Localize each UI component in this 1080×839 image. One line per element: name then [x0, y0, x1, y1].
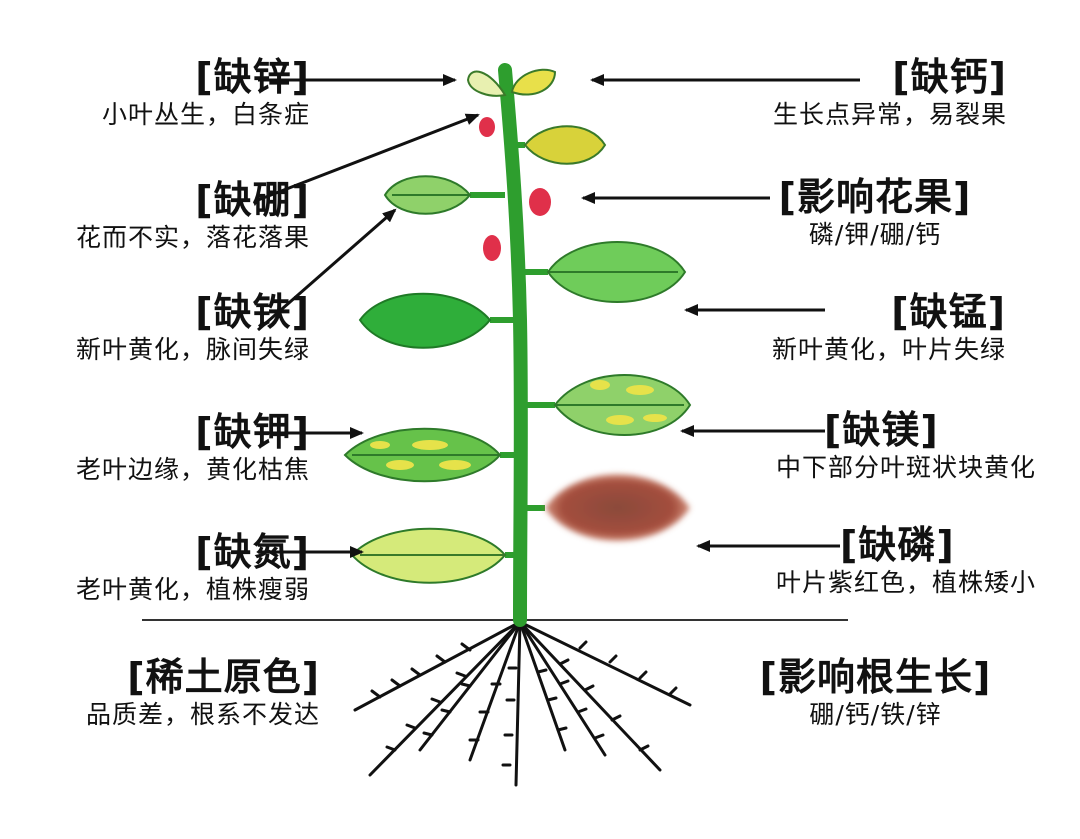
label-magnesium: [缺镁] 中下部分叶斑状块黄化: [726, 408, 1036, 484]
fruits: [479, 117, 551, 261]
label-magnesium-desc: 中下部分叶斑状块黄化: [775, 453, 1036, 482]
top-buds: [466, 68, 557, 97]
arrow-zinc-fruit: [257, 113, 480, 202]
label-phosphorus-title: [缺磷]: [840, 523, 955, 567]
label-zinc-desc: 小叶丛生，白条症: [101, 100, 310, 129]
leaf-manganese-deficiency: [520, 241, 687, 303]
label-boron-desc: 花而不实，落花落果: [75, 223, 310, 252]
fruit-small: [479, 117, 495, 137]
label-potassium-title: [缺钾]: [195, 410, 310, 454]
label-nitrogen: [缺氮] 老叶黄化，植株瘦弱: [76, 530, 310, 606]
label-zinc-title: [缺锌]: [195, 55, 310, 99]
arrow-boron-leaf: [257, 208, 397, 332]
leaf-magnesium-deficiency: [520, 374, 692, 436]
label-calcium-title: [缺钙]: [892, 55, 1007, 99]
label-root-growth-desc: 硼/钙/铁/锌: [809, 700, 942, 729]
label-boron-title: [缺硼]: [195, 178, 310, 222]
leaf-phosphorus-deficiency: [520, 474, 690, 541]
label-calcium: [缺钙] 生长点异常，易裂果: [732, 55, 1007, 131]
label-rare-earth-title: [稀土原色]: [127, 655, 320, 699]
label-rare-earth: [稀土原色] 品质差，根系不发达: [86, 655, 320, 731]
label-flower-fruit: [影响花果] 磷/钾/硼/钙: [770, 175, 980, 251]
label-boron: [缺硼] 花而不实，落花落果: [76, 178, 310, 254]
label-zinc: [缺锌] 小叶丛生，白条症: [102, 55, 310, 131]
label-potassium: [缺钾] 老叶边缘，黄化枯焦: [76, 410, 310, 486]
label-iron-title: [缺铁]: [195, 290, 310, 334]
fruit-large: [529, 188, 551, 216]
roots: [353, 620, 692, 787]
label-potassium-desc: 老叶边缘，黄化枯焦: [75, 455, 310, 484]
label-magnesium-title: [缺镁]: [824, 408, 939, 452]
label-iron: [缺铁] 新叶黄化，脉间失绿: [76, 290, 310, 366]
label-nitrogen-title: [缺氮]: [195, 530, 310, 574]
fruit-medium: [483, 235, 501, 261]
label-manganese-title: [缺锰]: [891, 290, 1006, 334]
leaf-potassium-deficiency: [343, 427, 520, 483]
label-phosphorus-desc: 叶片紫红色，植株矮小: [775, 568, 1036, 597]
label-root-growth: [影响根生长] 硼/钙/铁/锌: [748, 655, 1003, 731]
label-flower-fruit-title: [影响花果]: [778, 175, 972, 219]
leaf-nitrogen-deficiency: [350, 527, 520, 584]
leaf-calcium-top: [508, 125, 607, 165]
label-flower-fruit-desc: 磷/钾/硼/钙: [808, 220, 942, 249]
leaf-boron-deficiency: [383, 175, 505, 215]
label-root-growth-title: [影响根生长]: [759, 655, 992, 699]
arrows: [257, 74, 860, 558]
label-manganese-desc: 新叶黄化，叶片失绿: [771, 335, 1006, 364]
label-iron-desc: 新叶黄化，脉间失绿: [75, 335, 310, 364]
label-manganese: [缺锰] 新叶黄化，叶片失绿: [726, 290, 1006, 366]
leaf-iron-deficiency-healthy: [358, 292, 520, 349]
stem: [498, 63, 528, 627]
label-nitrogen-desc: 老叶黄化，植株瘦弱: [75, 575, 310, 604]
label-phosphorus: [缺磷] 叶片紫红色，植株矮小: [728, 523, 1036, 599]
label-rare-earth-desc: 品质差，根系不发达: [85, 700, 320, 729]
label-calcium-desc: 生长点异常，易裂果: [772, 100, 1007, 129]
